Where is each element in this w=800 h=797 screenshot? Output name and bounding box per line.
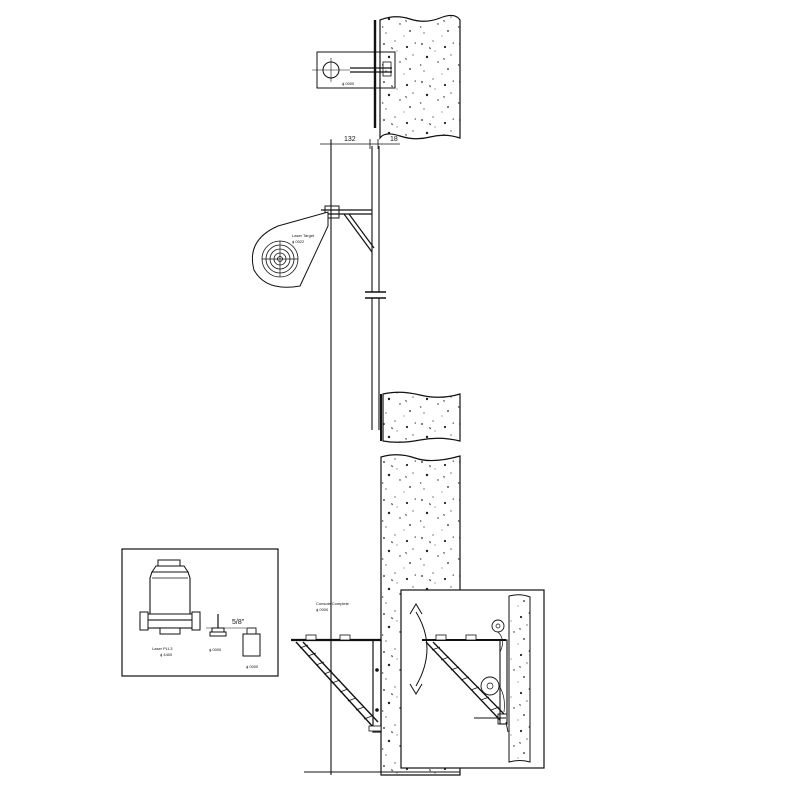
detail-inset xyxy=(400,589,545,769)
middle-wall xyxy=(380,391,461,443)
console-name-label: Console Complete xyxy=(316,601,350,606)
mounting-pole xyxy=(365,146,386,430)
inset-laser-name-label: Laser PLL3 xyxy=(152,646,173,651)
laser-target-name-label: Laser Target xyxy=(292,233,315,238)
laser-target-part-label: ϕ 0022 xyxy=(292,239,305,244)
laser-parts-inset: Laser PLL3 ϕ 4400 ϕ 0000 5/8" ϕ 0000 xyxy=(121,548,279,677)
inset-thread-label: 5/8" xyxy=(232,619,245,626)
inset-laser-part-label: ϕ 4400 xyxy=(160,652,173,657)
wall-clamp: ϕ 0000 xyxy=(312,51,396,89)
dimension-line: 132 18 xyxy=(320,136,400,149)
laser-target-callout: Laser Target ϕ 0022 xyxy=(252,211,329,288)
dimension-right-label: 18 xyxy=(390,136,398,143)
inset-tripod-part-label: ϕ 0000 xyxy=(246,664,259,669)
wall-clamp-part-label: ϕ 0000 xyxy=(342,81,355,86)
top-wall xyxy=(373,14,461,140)
console-bracket: Console Complete ϕ 0000 xyxy=(291,601,382,733)
dimension-left-label: 132 xyxy=(344,136,356,143)
inset-screw-part-label: ϕ 0000 xyxy=(209,647,222,652)
console-part-label: ϕ 0000 xyxy=(316,607,329,612)
laser-target-arm xyxy=(321,205,375,253)
